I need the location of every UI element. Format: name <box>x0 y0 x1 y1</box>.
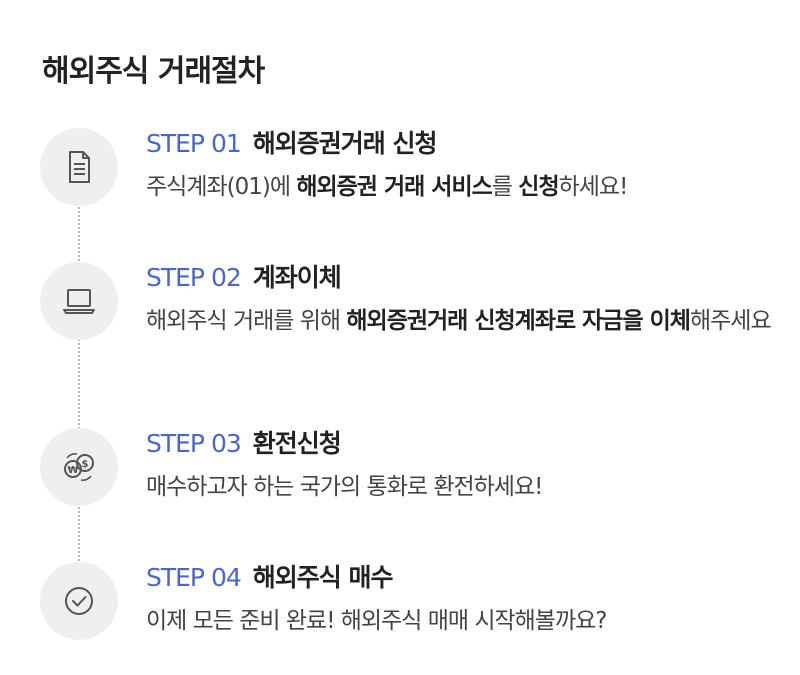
step-2-title: 계좌이체 <box>252 263 342 292</box>
svg-text:$: $ <box>82 459 89 470</box>
step-3-heading: STEP 03 환전신청 <box>146 428 342 460</box>
step-4-description: 이제 모든 준비 완료! 해외주식 매매 시작해볼까요? <box>146 602 786 641</box>
step-2-heading: STEP 02 계좌이체 <box>146 262 342 294</box>
timeline-dotted-line <box>78 200 80 600</box>
desc-text: 를 <box>491 174 519 200</box>
page-title: 해외주식 거래절차 <box>42 54 265 89</box>
step-3-description: 매수하고자 하는 국가의 통화로 환전하세요! <box>146 468 786 507</box>
step-1-icon-circle <box>40 128 118 206</box>
step-3-label: STEP 03 <box>146 429 242 458</box>
step-4-title: 해외주식 매수 <box>252 563 394 592</box>
step-1-description: 주식계좌(01)에 해외증권 거래 서비스를 신청하세요! <box>146 168 786 207</box>
step-4-icon-circle <box>40 562 118 640</box>
desc-text: 하세요! <box>558 174 629 200</box>
desc-text: 주식계좌(01)에 <box>146 174 297 200</box>
document-icon <box>69 151 90 183</box>
step-3-icon-circle: ₩ $ <box>40 428 118 506</box>
desc-text: 해외주식 거래를 위해 <box>146 308 347 334</box>
step-2-label: STEP 02 <box>146 263 242 292</box>
step-4-label: STEP 04 <box>146 563 242 592</box>
desc-text: 이제 모든 준비 완료! 해외주식 매매 시작해볼까요? <box>146 608 607 634</box>
step-1-title: 해외증권거래 신청 <box>252 129 438 158</box>
step-4-heading: STEP 04 해외주식 매수 <box>146 562 393 594</box>
desc-text: 매수하고자 하는 국가의 통화로 환전하세요! <box>146 474 543 500</box>
desc-text: 해주세요 <box>689 308 772 334</box>
step-1-heading: STEP 01 해외증권거래 신청 <box>146 128 437 160</box>
desc-text-bold: 해외증권 거래 서비스 <box>296 174 492 200</box>
step-3-title: 환전신청 <box>252 429 342 458</box>
svg-text:₩: ₩ <box>67 465 78 476</box>
laptop-icon <box>63 289 95 314</box>
currency-exchange-icon: ₩ $ <box>64 453 94 481</box>
step-2-description: 해외주식 거래를 위해 해외증권거래 신청계좌로 자금을 이체해주세요 <box>146 302 786 341</box>
step-1-label: STEP 01 <box>146 129 242 158</box>
desc-text-bold: 신청 <box>518 174 559 200</box>
step-2-icon-circle <box>40 262 118 340</box>
check-circle-icon <box>65 587 93 615</box>
desc-text-bold: 해외증권거래 신청계좌로 자금을 이체 <box>346 308 691 334</box>
